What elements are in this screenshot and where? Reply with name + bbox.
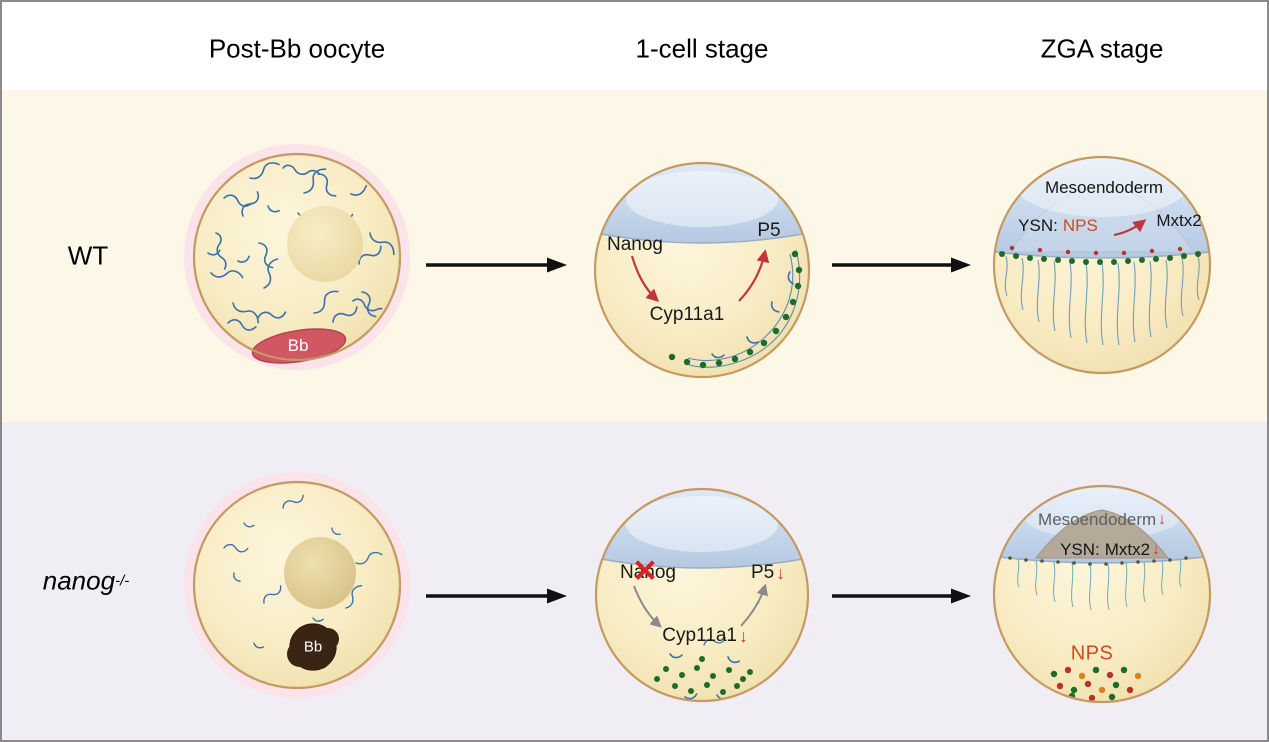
- blastodisc-margin: [600, 558, 804, 569]
- mutant-one-cell-embryo: [594, 487, 810, 703]
- mutant-nps-label: NPS: [1070, 642, 1114, 665]
- ysn-nuclei-dots: [999, 251, 1201, 265]
- wt-ysn-label: YSN:: [1018, 216, 1058, 235]
- mutant-ysl-microtubule-arrays: [1017, 558, 1182, 611]
- blastodisc-highlight: [626, 171, 778, 227]
- wt-one-cell-embryo: [593, 161, 811, 379]
- mutant-zga-embryo: [992, 484, 1212, 704]
- cyp11a1-to-p5-arrow: [738, 249, 770, 302]
- wt-balbiani-body: [251, 328, 347, 364]
- mutant-nanog-label: Nanog: [620, 562, 676, 583]
- mutant-gene-name: nanog: [42, 565, 116, 596]
- mesoendoderm-decrease-arrow-icon: ↓: [1158, 511, 1166, 528]
- wt-cortical-rna-track: [685, 249, 801, 368]
- column-title-zga-stage: ZGA stage: [1040, 33, 1164, 64]
- p5-decrease-arrow-icon: ↓: [776, 562, 785, 583]
- mutant-balbiani-body-label: Bb: [303, 638, 323, 656]
- dome-highlight: [1016, 157, 1188, 217]
- embryo-membrane: [594, 487, 810, 703]
- wt-nps-label: NPS: [1062, 216, 1098, 235]
- nps-to-mxtx2-arrow: [1113, 219, 1147, 237]
- wt-nanog-label: Nanog: [607, 234, 663, 255]
- mutant-balbiani-body: [287, 623, 339, 671]
- margin-red-factor-dots: [1009, 245, 1183, 256]
- blastodisc-highlight: [626, 496, 778, 552]
- mutant-mxtx2-label: Mxtx2: [1104, 540, 1151, 559]
- mesoendoderm-region: [1009, 185, 1195, 253]
- mutant-oocyte-cell: [184, 472, 410, 698]
- ysl-microtubule-arrays: [1004, 255, 1200, 346]
- nanog-to-cyp11a1-arrow: [630, 255, 660, 302]
- wt-germ-plasm-granules: [668, 250, 803, 369]
- oocyte-membrane: [192, 152, 402, 362]
- mislocalized-nps-granules: [1050, 666, 1142, 702]
- embryo-membrane: [593, 161, 811, 379]
- cyp11a1-to-p5-arrow-muted: [740, 583, 768, 627]
- nanog-to-cyp11a1-arrow-muted: [633, 585, 662, 628]
- row-label-mutant: nanog-/-: [43, 566, 129, 597]
- wt-oocyte-cell: [184, 144, 410, 370]
- wt-cyp11a1-label: Cyp11a1: [649, 304, 725, 325]
- mutant-p5-label: P5↓: [751, 562, 785, 583]
- mutant-mesoendoderm-label: Mesoendoderm↓: [1038, 510, 1166, 529]
- mutant-margin-dots: [1008, 556, 1188, 566]
- wt-mxtx2-label: Mxtx2: [1156, 211, 1202, 230]
- mutant-ysn-mxtx2-label: YSN:Mxtx2↓: [1060, 540, 1160, 560]
- blastodisc-margin: [600, 233, 804, 244]
- oocyte-membrane: [192, 480, 402, 690]
- mutant-ysn-label: YSN:: [1060, 540, 1100, 559]
- reduced-mesoendoderm-mound: [1034, 509, 1170, 559]
- cyp11a1-decrease-arrow-icon: ↓: [738, 625, 748, 646]
- mutant-allele-superscript: -/-: [115, 572, 130, 590]
- wt-zga-embryo: [992, 155, 1212, 375]
- wt-oocyte-nucleus: [287, 206, 363, 282]
- knockout-x-icon: ✕: [632, 553, 658, 589]
- embryo-membrane: [992, 155, 1212, 375]
- column-title-post-bb-oocyte: Post-Bb oocyte: [208, 33, 386, 64]
- mutant-oocyte-nucleus: [284, 537, 356, 609]
- wt-mesoendoderm-label: Mesoendoderm: [1044, 178, 1164, 197]
- wt-p5-label: P5: [757, 220, 781, 241]
- wt-ysn-nps-label: YSN:NPS: [1018, 216, 1098, 236]
- mxtx2-decrease-arrow-icon: ↓: [1152, 541, 1160, 558]
- mutant-cyp11a1-label: Cyp11a1↓: [662, 625, 748, 646]
- embryo-membrane: [992, 484, 1212, 704]
- column-title-1-cell-stage: 1-cell stage: [635, 33, 769, 64]
- flow-arrows: [426, 257, 971, 604]
- mutant-dispersed-granules: [654, 634, 753, 701]
- row-label-wt: WT: [67, 240, 109, 271]
- wt-balbiani-body-label: Bb: [287, 336, 309, 355]
